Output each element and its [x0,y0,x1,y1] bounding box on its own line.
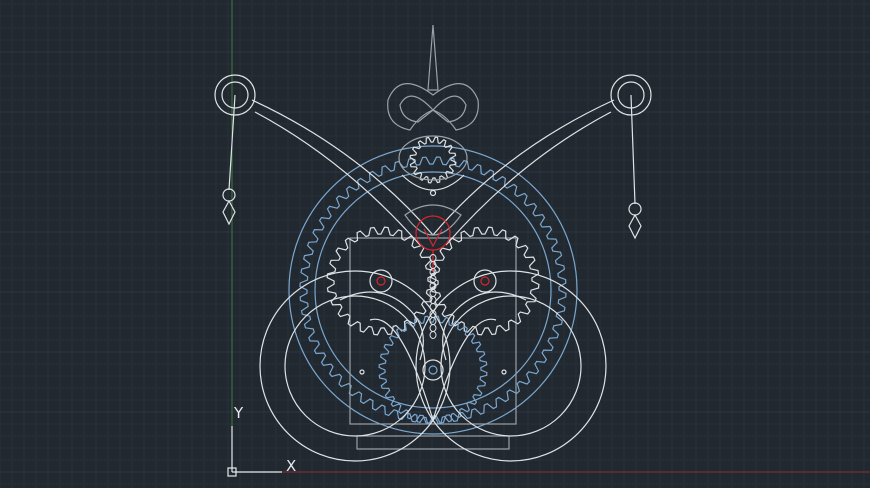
left-loop-outer[interactable] [259,270,451,462]
left-loop-inner[interactable] [284,295,426,437]
top-gear[interactable] [409,136,457,184]
right-loop-pin [501,369,507,375]
center-heart[interactable] [369,318,497,423]
left-arm-upper[interactable] [251,99,434,236]
ucs-icon: Y X [227,404,296,477]
right-arbor[interactable] [473,269,497,293]
escapement-anchor[interactable] [404,204,462,236]
ucs-x-label: X [286,457,296,475]
crown-pin [429,189,437,197]
outer-ring[interactable] [288,145,578,435]
right-loop-outer[interactable] [415,270,607,462]
ucs-y-label: Y [233,404,244,422]
left-pendulum-eye[interactable] [222,188,236,202]
right-curl[interactable] [442,291,527,361]
lower-gear[interactable] [378,315,488,425]
base-plate[interactable] [356,435,510,450]
right-pendulum-eye[interactable] [628,202,642,216]
crown-left-lobe[interactable] [399,95,434,123]
left-pivot-ring-inner[interactable] [221,81,249,109]
left-pendulum-string [228,94,236,191]
left-loop-pin [359,369,365,375]
left-red-pivot[interactable] [376,276,386,286]
right-red-pivot[interactable] [480,276,490,286]
frame-plate[interactable] [349,237,517,425]
clock-drawing[interactable] [214,24,652,462]
crown-bowl[interactable] [401,174,465,191]
escape-pallet[interactable] [423,228,443,248]
right-pivot-ring[interactable] [610,74,652,116]
left-pivot-ring[interactable] [214,74,256,116]
crown-collar[interactable] [398,135,468,181]
chain-link [429,289,437,297]
left-pendulum-bob[interactable] [222,199,236,226]
right-arm-upper[interactable] [432,99,615,236]
right-pendulum-bob[interactable] [628,213,642,240]
chain-link [429,303,437,311]
center-blue-pivot[interactable] [428,365,438,375]
center-chain[interactable] [429,254,437,339]
crown-right-lobe[interactable] [432,95,467,123]
right-pendulum-string [630,94,636,205]
left-gear[interactable] [326,226,436,336]
chain-link [429,331,437,339]
right-gear[interactable] [430,226,540,336]
center-arbor[interactable] [422,359,444,381]
main-gear-hub[interactable] [314,171,552,409]
left-arbor[interactable] [369,269,393,293]
right-arm-lower[interactable] [445,111,612,246]
crown-spike[interactable] [427,24,439,91]
main-gear[interactable] [299,156,567,424]
left-arm-lower[interactable] [254,111,421,246]
left-curl[interactable] [339,291,424,361]
right-loop-inner[interactable] [440,295,582,437]
